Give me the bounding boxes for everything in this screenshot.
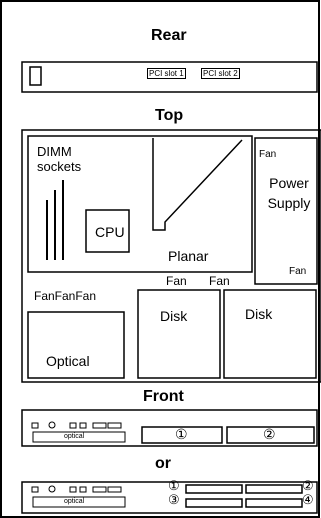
- front-heading: Front: [143, 388, 184, 405]
- front2-bay-1: [185, 484, 243, 494]
- pci-slot-1-label: PCI slot 1: [147, 68, 186, 79]
- optical-label: Optical: [46, 353, 90, 369]
- dimm-sockets-label: DIMM sockets: [37, 144, 82, 174]
- planar-label: Planar: [168, 248, 209, 264]
- fan-disk-right-label: Fan: [209, 274, 230, 288]
- front2-bay-3-number: ③: [168, 493, 180, 508]
- front1-optical-tray: [32, 431, 126, 443]
- front1-bay-1-number: ①: [175, 427, 188, 443]
- rear-port: [29, 66, 42, 86]
- cpu-box: [85, 209, 130, 253]
- front-chassis-2: [21, 481, 318, 514]
- or-heading: or: [155, 455, 171, 472]
- front1-port-a: [69, 422, 77, 429]
- top-heading: Top: [155, 107, 184, 124]
- optical-box: [27, 311, 125, 379]
- fan-disk-left-label: Fan: [166, 274, 187, 288]
- front2-port-c: [92, 486, 107, 493]
- rear-chassis: [21, 61, 318, 93]
- front2-led: [31, 486, 39, 493]
- front2-bay-4-number: ④: [302, 493, 314, 508]
- disk-left-box: [137, 289, 221, 379]
- pci-slot-2-label: PCI slot 2: [201, 68, 240, 79]
- disk-right-label: Disk: [245, 306, 273, 322]
- disk-right-box: [223, 289, 317, 379]
- front2-bay-1-number: ①: [168, 479, 180, 494]
- planar-diagonal: [152, 138, 243, 231]
- fan-row-label: FanFanFan: [34, 289, 97, 303]
- front2-port-a: [69, 486, 77, 493]
- power-supply-label: Power Supply: [267, 175, 311, 211]
- fan-power-top-label: Fan: [259, 149, 277, 160]
- front1-optical-label: optical: [64, 433, 85, 440]
- front1-port-c: [92, 422, 107, 429]
- front2-bay-3: [185, 498, 243, 508]
- front2-bay-2-number: ②: [302, 479, 314, 494]
- front2-port-d: [107, 486, 122, 493]
- front2-port-b: [79, 486, 87, 493]
- planar-board: [27, 135, 253, 273]
- front2-optical-label: optical: [64, 498, 85, 505]
- front-chassis-1: [21, 409, 318, 447]
- rear-heading: Rear: [151, 27, 187, 44]
- top-chassis: [21, 129, 321, 383]
- front2-optical-tray: [32, 496, 126, 508]
- front1-bay-2: [226, 426, 315, 444]
- fan-power-bottom-label: Fan: [289, 266, 307, 277]
- front1-bay-1: [141, 426, 223, 444]
- front1-port-b: [79, 422, 87, 429]
- cpu-label: CPU: [95, 224, 125, 240]
- disk-left-label: Disk: [160, 308, 188, 324]
- power-supply-box: [254, 137, 318, 285]
- front1-port-d: [107, 422, 122, 429]
- front2-bay-4: [245, 498, 303, 508]
- front1-button: [48, 421, 56, 429]
- front1-bay-2-number: ②: [263, 427, 276, 443]
- front2-bay-2: [245, 484, 303, 494]
- front2-button: [48, 485, 56, 493]
- front1-led: [31, 422, 39, 429]
